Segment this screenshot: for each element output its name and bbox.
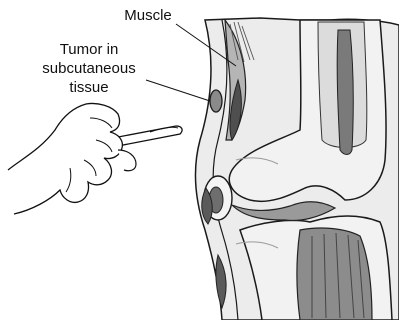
hand-with-scalpel-icon: [8, 103, 182, 214]
label-tumor-line-3: tissue: [22, 78, 156, 97]
femur-canal: [337, 30, 353, 155]
label-tumor: Tumor in subcutaneous tissue: [22, 40, 156, 97]
hand: [8, 103, 122, 214]
tumor: [210, 90, 222, 112]
label-tumor-line-2: subcutaneous: [22, 59, 156, 78]
label-tumor-line-1: Tumor in: [22, 40, 156, 59]
label-muscle: Muscle: [112, 6, 184, 25]
